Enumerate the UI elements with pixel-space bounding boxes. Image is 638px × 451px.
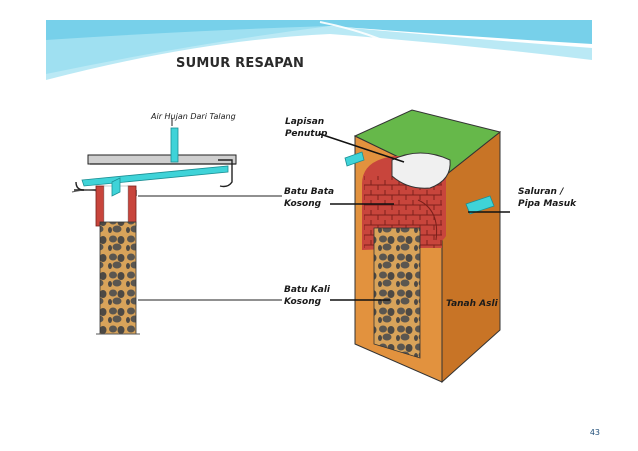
label-pipa-masuk: Pipa Masuk (518, 199, 577, 209)
slide-title: SUMUR RESAPAN (176, 56, 305, 71)
left-cross-section (71, 127, 237, 335)
label-batu-kali-kosong: Batu Kali Kosong (284, 284, 330, 308)
label-batu-kali: Batu Kali (284, 285, 330, 295)
label-lapisan-penutup: Lapisan Penutup (285, 116, 327, 140)
page-number: 43 (589, 428, 600, 437)
label-batu-bata-kosong: Batu Bata Kosong (284, 186, 334, 210)
label-kosong-2: Kosong (284, 297, 322, 307)
label-saluran: Saluran / (518, 187, 564, 197)
label-saluran-pipa: Saluran / Pipa Masuk (518, 186, 576, 210)
label-air-hujan: Air Hujan Dari Talang (151, 112, 236, 121)
label-batu-bata: Batu Bata (284, 187, 335, 197)
label-lapisan-line2: Penutup (285, 129, 328, 139)
label-kosong: Kosong (284, 199, 322, 209)
right-3d-block (344, 109, 502, 384)
label-lapisan-line1: Lapisan (285, 117, 325, 127)
label-tanah-asli: Tanah Asli (446, 299, 498, 309)
header-band (46, 20, 592, 80)
